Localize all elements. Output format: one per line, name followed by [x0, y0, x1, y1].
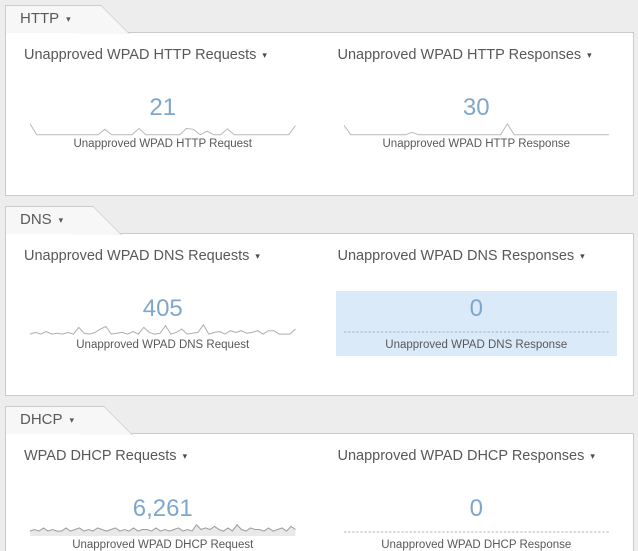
section-http: HTTP ▾ Unapproved WPAD HTTP Requests ▾ 21 … [5, 5, 634, 196]
widget-title-label: Unapproved WPAD DNS Responses [337, 248, 575, 264]
widget-title-dropdown[interactable]: Unapproved WPAD DNS Responses ▾ [338, 248, 618, 264]
widget-title-label: Unapproved WPAD HTTP Responses [337, 47, 582, 63]
section-tab-label: HTTP [20, 10, 60, 27]
metric-widget-http-responses: Unapproved WPAD HTTP Responses ▾ 30 Unapp… [320, 33, 634, 155]
sparkline-chart [30, 323, 296, 337]
caret-down-icon: ▾ [580, 251, 585, 261]
widget-title-dropdown[interactable]: Unapproved WPAD HTTP Requests ▾ [24, 47, 304, 63]
caret-down-icon: ▾ [587, 50, 592, 60]
caret-down-icon: ▾ [182, 451, 188, 461]
metric-caption: Unapproved WPAD DNS Request [76, 339, 250, 351]
metric-caption: Unapproved WPAD HTTP Request [73, 138, 253, 150]
widget-title-dropdown[interactable]: Unapproved WPAD DHCP Responses ▾ [338, 448, 618, 464]
caret-down-icon: ▾ [58, 215, 64, 225]
sparkline-chart [30, 523, 296, 536]
metric-box: 21 Unapproved WPAD HTTP Request [22, 90, 304, 155]
metric-widget-http-requests: Unapproved WPAD HTTP Requests ▾ 21 Unappr… [6, 33, 320, 155]
sparkline-chart [344, 122, 610, 136]
metric-box: 0 Unapproved WPAD DHCP Response [336, 491, 618, 551]
section-dhcp: DHCP ▾ WPAD DHCP Requests ▾ 6,261 Unapprov… [5, 406, 634, 551]
widget-title-dropdown[interactable]: Unapproved WPAD HTTP Responses ▾ [338, 47, 618, 63]
section-tab-label: DHCP [20, 411, 63, 428]
metric-widget-dns-responses: Unapproved WPAD DNS Responses ▾ 0 Unappro… [320, 234, 634, 356]
widget-title-label: Unapproved WPAD DHCP Responses [337, 448, 585, 464]
widget-title-label: WPAD DHCP Requests [24, 448, 177, 464]
metric-box-highlighted[interactable]: 0 Unapproved WPAD DNS Response [335, 291, 617, 356]
section-tab-label: DNS [20, 211, 52, 228]
metric-widget-dhcp-requests: WPAD DHCP Requests ▾ 6,261 Unapproved WPA… [6, 434, 320, 551]
metric-widget-dhcp-responses: Unapproved WPAD DHCP Responses ▾ 0 Unappr… [320, 434, 634, 551]
metric-caption: Unapproved WPAD DHCP Request [72, 539, 254, 551]
panel-http: Unapproved WPAD HTTP Requests ▾ 21 Unappr… [5, 32, 634, 196]
widget-title-label: Unapproved WPAD DNS Requests [24, 248, 250, 264]
caret-down-icon: ▾ [255, 251, 260, 261]
sparkline-chart [344, 523, 610, 537]
metric-value: 0 [469, 295, 483, 322]
metric-value: 405 [142, 295, 183, 322]
metric-box: 405 Unapproved WPAD DNS Request [22, 291, 304, 356]
section-tab-http[interactable]: HTTP ▾ [5, 5, 81, 33]
widget-title-dropdown[interactable]: Unapproved WPAD DNS Requests ▾ [24, 248, 304, 264]
metric-value: 6,261 [132, 495, 193, 522]
metric-box: 30 Unapproved WPAD HTTP Response [336, 90, 618, 155]
metric-value: 30 [462, 94, 490, 121]
section-tab-dns[interactable]: DNS ▾ [5, 206, 74, 234]
metric-widget-dns-requests: Unapproved WPAD DNS Requests ▾ 405 Unappr… [6, 234, 320, 356]
sparkline-chart [344, 323, 610, 337]
section-dns: DNS ▾ Unapproved WPAD DNS Requests ▾ 405 U… [5, 206, 634, 396]
panel-dns: Unapproved WPAD DNS Requests ▾ 405 Unappr… [5, 233, 634, 396]
panel-dhcp: WPAD DHCP Requests ▾ 6,261 Unapproved WPA… [5, 433, 634, 551]
metric-value: 21 [149, 94, 177, 121]
widget-title-label: Unapproved WPAD HTTP Requests [24, 47, 257, 63]
metric-caption: Unapproved WPAD DNS Response [385, 339, 568, 351]
metric-caption: Unapproved WPAD HTTP Response [382, 138, 571, 150]
sparkline-chart [30, 122, 296, 136]
metric-caption: Unapproved WPAD DHCP Response [381, 539, 572, 551]
widget-title-dropdown[interactable]: WPAD DHCP Requests ▾ [24, 448, 304, 464]
caret-down-icon: ▾ [66, 14, 71, 24]
caret-down-icon: ▾ [590, 451, 595, 461]
caret-down-icon: ▾ [262, 50, 267, 60]
metric-box: 6,261 Unapproved WPAD DHCP Request [22, 491, 304, 551]
caret-down-icon: ▾ [69, 415, 75, 425]
metric-value: 0 [469, 495, 483, 522]
section-tab-dhcp[interactable]: DHCP ▾ [5, 406, 85, 434]
